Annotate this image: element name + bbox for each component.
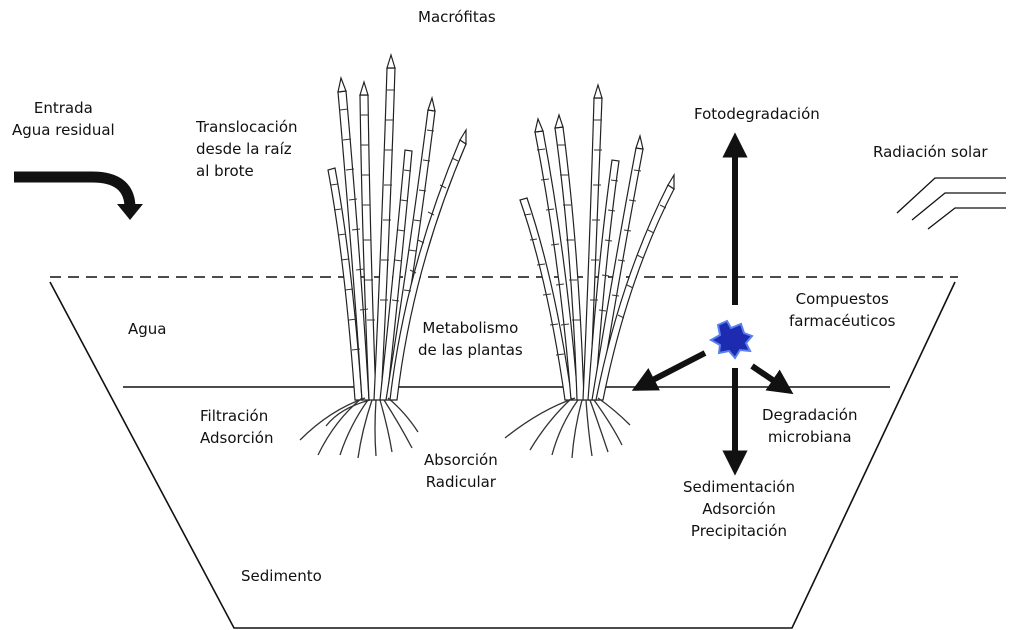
inflow-label: Entrada Agua residual bbox=[12, 97, 115, 141]
compounds-label: Compuestos farmacéuticos bbox=[789, 288, 895, 332]
compounds-line2: farmacéuticos bbox=[789, 310, 895, 332]
microbial-degradation-label: Degradación microbiana bbox=[762, 404, 857, 448]
solar-radiation-rays bbox=[897, 178, 1006, 229]
arrow-left-plant-uptake bbox=[643, 353, 705, 385]
sedimentation-label: Sedimentación Adsorción Precipitación bbox=[683, 476, 795, 542]
sedimentation-line1: Sedimentación bbox=[683, 476, 795, 498]
filtration-label: Filtración Adsorción bbox=[200, 405, 273, 449]
translocation-line2: desde la raíz bbox=[196, 138, 298, 160]
sedimentation-line3: Precipitación bbox=[683, 520, 795, 542]
translocation-label: Translocación desde la raíz al brote bbox=[196, 116, 298, 182]
root-uptake-line2: Radicular bbox=[424, 471, 498, 493]
pharmaceutical-compound-icon bbox=[711, 321, 752, 358]
inflow-label-line1: Entrada bbox=[12, 97, 115, 119]
sediment-label: Sedimento bbox=[241, 565, 322, 587]
plant-metabolism-line2: de las plantas bbox=[418, 339, 523, 361]
macrophytes-title: Macrófitas bbox=[418, 6, 496, 28]
arrow-right-microbial bbox=[752, 366, 783, 387]
solar-radiation-label: Radiación solar bbox=[873, 141, 988, 163]
solar-radiation-text: Radiación solar bbox=[873, 141, 988, 163]
root-uptake-line1: Absorción bbox=[424, 449, 498, 471]
water-text: Agua bbox=[128, 318, 166, 340]
inflow-arrow bbox=[14, 177, 143, 220]
photodegradation-label: Fotodegradación bbox=[694, 103, 820, 125]
macrophyte-plant-left bbox=[300, 55, 466, 458]
translocation-line3: al brote bbox=[196, 160, 298, 182]
water-label: Agua bbox=[128, 318, 166, 340]
translocation-line1: Translocación bbox=[196, 116, 298, 138]
microbial-degradation-line1: Degradación bbox=[762, 404, 857, 426]
filtration-line1: Filtración bbox=[200, 405, 273, 427]
macrophyte-plant-right bbox=[505, 85, 674, 458]
sediment-text: Sedimento bbox=[241, 565, 322, 587]
compounds-line1: Compuestos bbox=[789, 288, 895, 310]
microbial-degradation-line2: microbiana bbox=[762, 426, 857, 448]
plant-metabolism-label: Metabolismo de las plantas bbox=[418, 317, 523, 361]
macrophytes-title-text: Macrófitas bbox=[418, 6, 496, 28]
sedimentation-line2: Adsorción bbox=[683, 498, 795, 520]
photodegradation-text: Fotodegradación bbox=[694, 103, 820, 125]
root-uptake-label: Absorción Radicular bbox=[424, 449, 498, 493]
inflow-label-line2: Agua residual bbox=[12, 119, 115, 141]
plant-metabolism-line1: Metabolismo bbox=[418, 317, 523, 339]
filtration-line2: Adsorción bbox=[200, 427, 273, 449]
